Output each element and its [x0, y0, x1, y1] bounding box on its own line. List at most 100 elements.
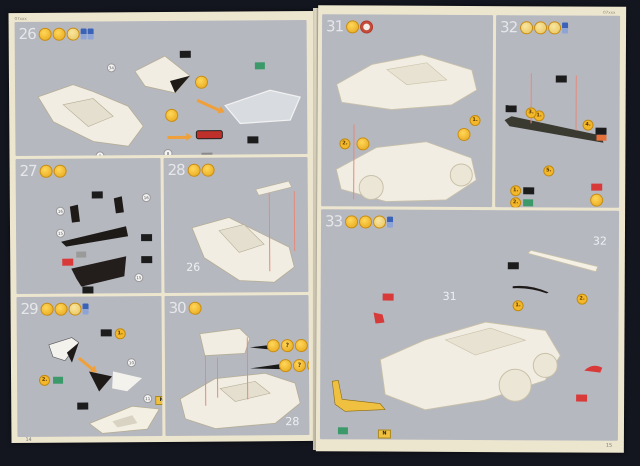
arrow — [167, 135, 188, 139]
part-number-callout: 16 — [55, 206, 65, 216]
color-flag — [201, 152, 213, 157]
color-flag — [505, 105, 517, 113]
step-27-panel: 27 16 16 15 15 — [15, 158, 162, 295]
clamp-icon — [457, 127, 471, 141]
paint-brush-icon — [534, 20, 548, 34]
color-flag — [62, 258, 74, 266]
step-header: 27 — [20, 162, 67, 180]
color-flag — [247, 136, 259, 144]
paint-brush-icon — [359, 214, 373, 228]
paint-brush-icon — [201, 163, 215, 177]
part-number-callout: 11 — [143, 394, 153, 404]
decal-flag — [53, 376, 64, 384]
paint-bottle-icon — [387, 216, 394, 228]
order-coin: 3. — [525, 107, 537, 119]
rear-diffuser-parts — [61, 196, 129, 287]
rear-wing-part — [527, 249, 599, 273]
car-body-drawing — [179, 328, 301, 430]
order-coin: 4. — [582, 119, 594, 131]
hood-part — [88, 405, 160, 434]
glue-option-row: ? — [266, 338, 308, 353]
hood-insert-part — [89, 371, 143, 392]
step-29-panel: 29 1. 2. N 10 11 — [16, 296, 163, 438]
step-header: 29 — [21, 300, 89, 318]
color-flag: N — [377, 429, 391, 439]
part-number-callout: 15 — [56, 228, 66, 238]
step-number: 30 — [168, 298, 186, 317]
paint-bottle-icon — [82, 303, 89, 315]
step-32-panel: 32 1. 2. 3. 4. 5. 1. 2. — [495, 15, 621, 208]
glue-icon — [345, 214, 359, 228]
step-number: 27 — [19, 161, 37, 180]
step-number: 26 — [18, 24, 36, 43]
step-30-panel: 30 ? ? 28 — [164, 294, 310, 436]
clamp-icon — [165, 108, 179, 122]
paint-bottle-icon — [80, 28, 87, 40]
part-number-callout: 15 — [134, 273, 144, 283]
part-number-callout: 8 — [95, 151, 105, 157]
order-coin: 1. — [469, 114, 481, 127]
no-glue-icon — [294, 338, 308, 353]
clear-glue-icon — [66, 27, 80, 41]
glue-icon — [40, 302, 54, 316]
page-number: 14 — [25, 436, 32, 443]
color-flag — [591, 183, 603, 191]
page-code: 07xxx — [603, 9, 616, 15]
reference-label: 26 — [186, 260, 201, 274]
paint-bottle-icon — [562, 21, 569, 34]
order-coin: 1. — [510, 185, 522, 197]
clamp-icon — [194, 75, 209, 89]
chassis-drawing — [37, 84, 144, 147]
part-number-callout: 16 — [141, 193, 151, 203]
step-31-panel: 31 1. 2. — [321, 14, 494, 208]
step-26-panel: 26 34 8 8 — [14, 19, 308, 157]
color-flag — [523, 187, 535, 195]
question-icon: ? — [280, 339, 294, 353]
guide-line — [293, 191, 296, 252]
order-coin: 2. — [39, 374, 51, 386]
mirror-part — [373, 312, 385, 324]
step-number: 28 — [167, 160, 185, 179]
part-number-callout: 10 — [126, 358, 136, 368]
step-header: 26 — [19, 24, 94, 43]
glue-icon — [266, 339, 280, 353]
step-legend: 1. 2. — [510, 185, 535, 208]
glue-icon — [520, 20, 534, 34]
legend-item: 2. — [510, 197, 534, 208]
right-page: 07xxx 31 1. 2. 32 — [315, 5, 627, 453]
order-coin: 1. — [114, 328, 126, 340]
reference-label: 28 — [285, 415, 300, 429]
step-header: 28 — [168, 161, 215, 179]
glue-icon — [188, 301, 202, 315]
page-code: 07xxx — [14, 15, 27, 22]
clear-glue-icon — [68, 302, 82, 316]
part-number-callout: 34 — [106, 63, 116, 73]
step-28-panel: 28 26 — [163, 156, 309, 293]
order-coin: 2. — [510, 197, 522, 208]
left-page: 07xxx 26 34 8 8 — [8, 10, 317, 444]
rear-panel-part — [255, 180, 293, 196]
clear-glue-icon — [548, 20, 562, 34]
color-flag — [82, 286, 94, 294]
step-number: 31 — [326, 17, 344, 36]
page-number: 15 — [605, 442, 613, 449]
color-flag — [576, 394, 588, 402]
color-flag — [91, 191, 103, 199]
paint-brush-icon — [52, 27, 66, 41]
reference-label: 32 — [592, 234, 607, 248]
step-header: 32 — [500, 18, 569, 36]
step-33-panel: 33 31 32 1. 2. — [319, 209, 620, 441]
color-flag — [179, 50, 191, 58]
window-part — [224, 89, 301, 125]
decal-flag — [254, 62, 265, 70]
order-coin: 2. — [576, 293, 588, 305]
reference-label: 31 — [442, 289, 457, 303]
decal-flag — [523, 199, 534, 207]
clear-glue-icon — [373, 214, 387, 229]
arrow — [196, 98, 221, 113]
color-flag — [77, 402, 89, 410]
legend-item: 1. — [510, 185, 535, 197]
step-header: 31 — [326, 17, 374, 36]
color-flag — [595, 127, 607, 135]
car-body-drawing — [336, 54, 478, 110]
